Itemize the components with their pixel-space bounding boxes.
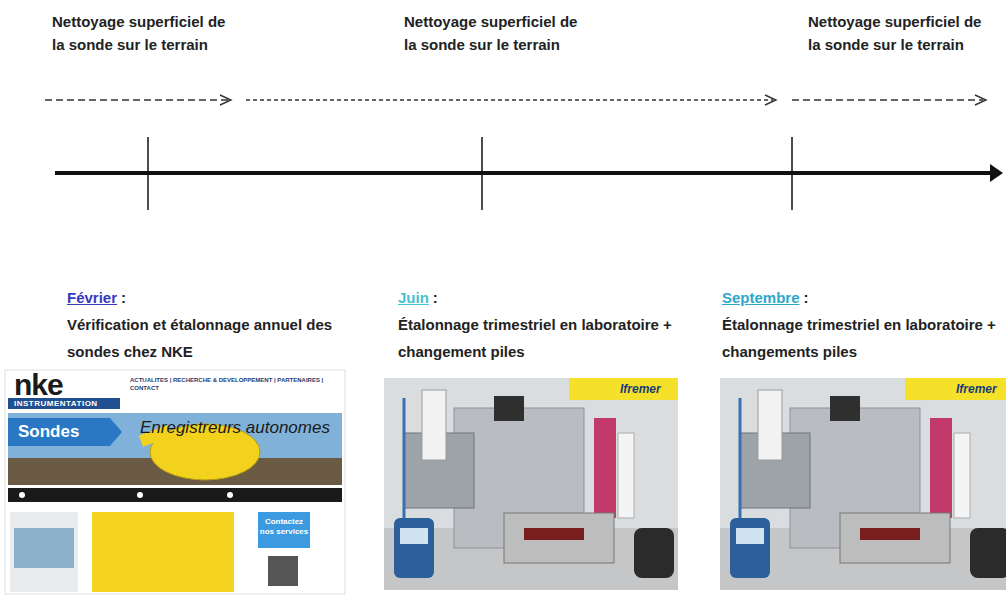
thumb-photo xyxy=(14,528,74,568)
task-note: Vérification et étalonnage annuel des so… xyxy=(67,311,342,365)
site-menu: ACTUALITES | RECHERCHE & DEVELOPPEMENT |… xyxy=(130,376,340,392)
activity-note: Nettoyage superficiel de la sonde sur le… xyxy=(404,10,584,56)
month-label: Février xyxy=(67,288,117,308)
nav-icon xyxy=(137,492,143,498)
dashed-arrows xyxy=(45,95,986,105)
colon: : xyxy=(121,288,126,308)
thumb xyxy=(10,512,78,592)
colon: : xyxy=(433,288,438,308)
photo-logo: Ifremer xyxy=(956,382,997,396)
dashed-arrow xyxy=(246,99,773,100)
contact-button: Contactez nos services xyxy=(259,517,309,537)
month-label: Septembre xyxy=(722,288,800,308)
banner-arrow xyxy=(8,418,122,446)
arrow-head xyxy=(220,95,231,105)
month-label: Juin xyxy=(398,288,429,308)
logo-bar xyxy=(8,398,120,409)
banner-title: Sondes xyxy=(18,422,79,442)
dashed-arrow xyxy=(45,99,228,100)
activity-note: Nettoyage superficiel de la sonde sur le… xyxy=(808,10,988,56)
dashed-arrow xyxy=(792,99,983,100)
page-frame xyxy=(5,370,345,594)
banner-subtitle: Enregistreurs autonomes xyxy=(140,418,330,438)
axis-head xyxy=(990,164,1003,182)
photo-logo: Ifremer xyxy=(620,382,661,396)
contact-box xyxy=(258,512,310,548)
colon: : xyxy=(804,288,809,308)
logo-text: nke xyxy=(14,370,63,400)
nav-icon xyxy=(227,492,233,498)
time-axis xyxy=(55,171,994,175)
activity-note: Nettoyage superficiel de la sonde sur le… xyxy=(52,10,232,56)
arrow-head xyxy=(765,95,776,105)
task-note: Étalonnage trimestriel en laboratoire + … xyxy=(722,311,1002,365)
tick xyxy=(481,137,483,210)
logo-subtext: INSTRUMENTATION xyxy=(14,399,98,409)
nav-icon xyxy=(19,492,25,498)
arrow-head xyxy=(975,95,986,105)
nke-screenshot xyxy=(5,370,345,594)
tick xyxy=(147,137,149,210)
tick xyxy=(791,137,793,210)
thumb-logo xyxy=(92,512,234,592)
banner-sky xyxy=(8,413,342,485)
task-note: Étalonnage trimestriel en laboratoire + … xyxy=(398,311,688,365)
cube-icon xyxy=(268,556,298,586)
nav-bar xyxy=(8,488,342,502)
